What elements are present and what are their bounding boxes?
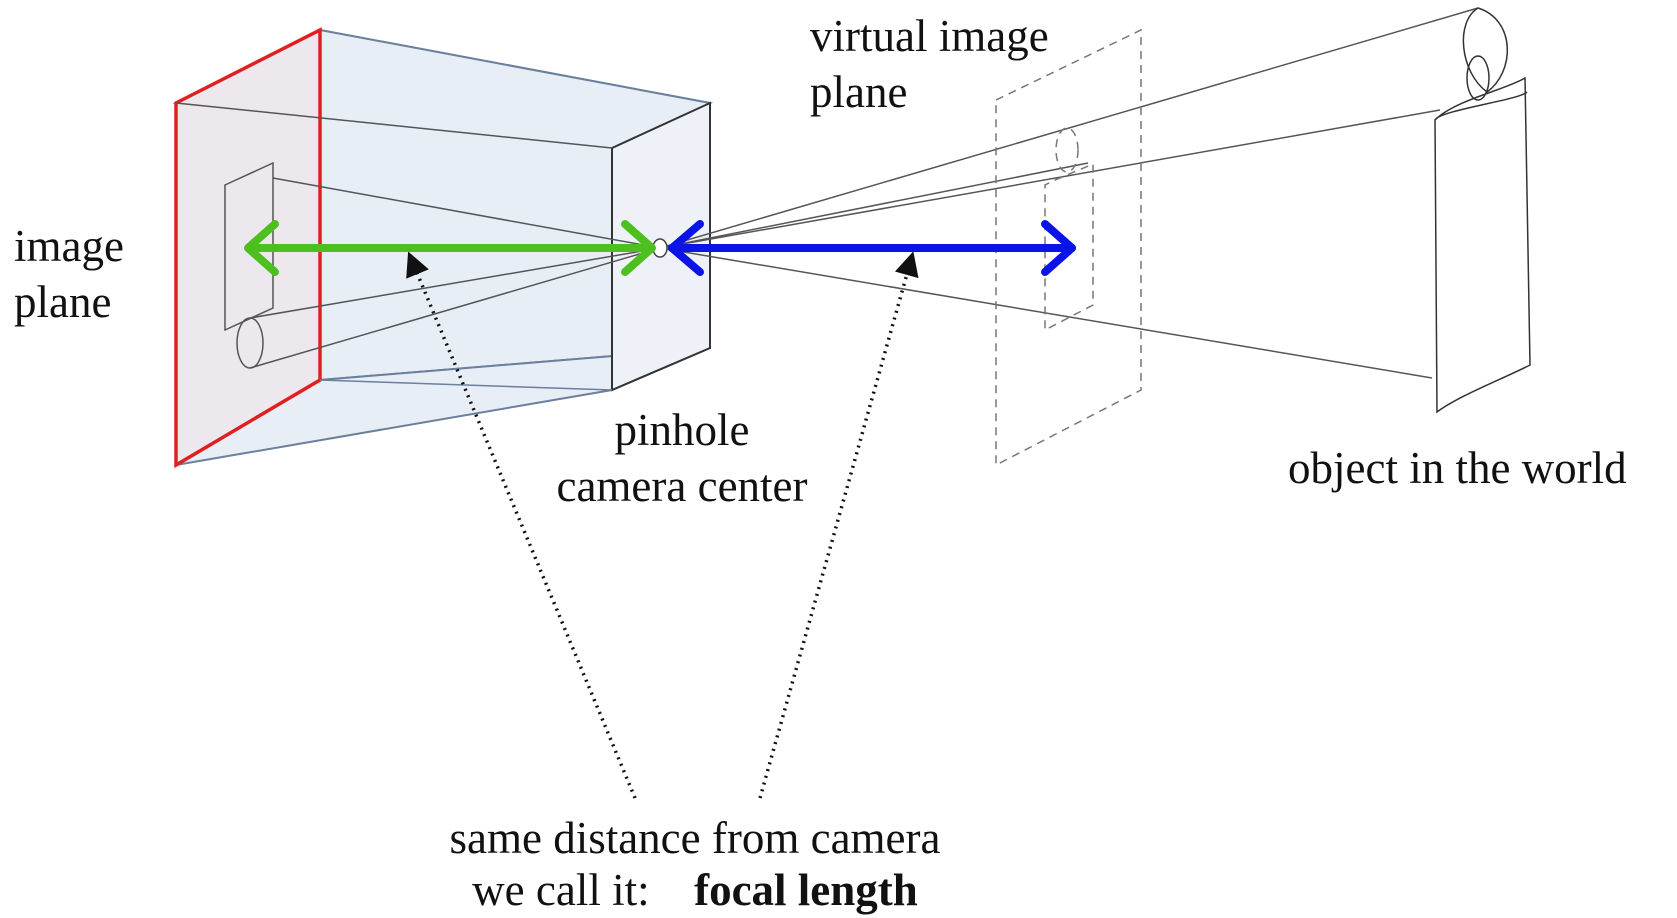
focal-length-pointers <box>406 251 919 799</box>
camera-box <box>172 27 714 469</box>
virtual-image-plane-label-line2: plane <box>810 67 908 117</box>
virtual-candle-body <box>1044 162 1094 332</box>
focal-length-term: focal length <box>694 865 918 915</box>
virtual-image-plane <box>995 28 1142 467</box>
virtual-image-plane-label: virtual image plane <box>810 8 1049 120</box>
caption-line1: same distance from camera <box>449 813 941 863</box>
object-label: object in the world <box>1288 443 1627 493</box>
pinhole-label: pinhole camera center <box>542 402 822 514</box>
pointer-right <box>758 251 919 799</box>
pinhole-label-line1: pinhole <box>614 405 750 455</box>
image-plane-label-line2: plane <box>14 277 112 327</box>
focal-arrow-inside <box>244 220 656 276</box>
caption-prefix: we call it: <box>472 865 650 915</box>
image-plane-label: image plane <box>14 218 124 330</box>
virtual-image-plane-label-line1: virtual image <box>810 11 1049 61</box>
caption: same distance from camera we call it: fo… <box>370 812 1020 916</box>
virtual-candle-flame <box>1055 127 1079 173</box>
image-plane-label-line1: image <box>14 221 124 271</box>
candle-object <box>1434 7 1531 414</box>
pinhole-label-line2: camera center <box>556 461 808 511</box>
caption-line2: we call it: focal length <box>370 864 1020 916</box>
light-rays <box>249 7 1479 379</box>
focal-arrow-outside <box>668 220 1076 276</box>
